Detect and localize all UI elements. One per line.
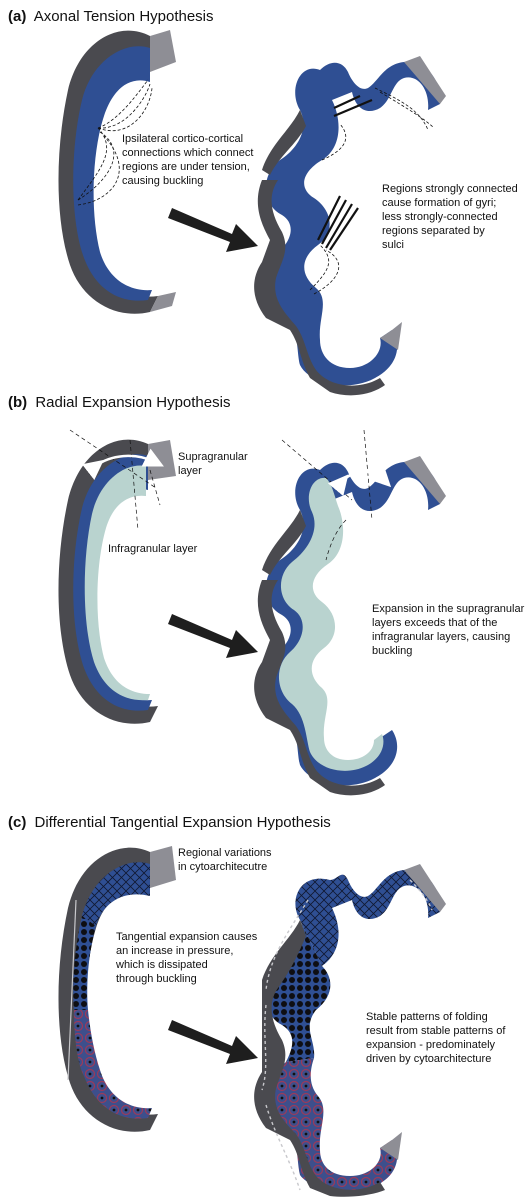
panel-c-annotation-stable: Stable patterns of folding result from s… xyxy=(366,1010,505,1066)
panel-c-annotation-tangential: Tangential expansion causes an increase … xyxy=(116,930,257,986)
panel-a-title: (a) Axonal Tension Hypothesis xyxy=(8,8,214,25)
panel-c-title-text: Differential Tangential Expansion Hypoth… xyxy=(35,814,331,831)
panel-a-annotation-tension: Ipsilateral cortico-cortical connections… xyxy=(122,132,253,188)
panel-b-annotation-infragranular: Infragranular layer xyxy=(108,542,197,556)
panel-a-annotation-gyri: Regions strongly connected cause formati… xyxy=(382,182,518,252)
panel-c: (c) Differential Tangential Expansion Hy… xyxy=(0,800,529,1198)
panel-b-title: (b) Radial Expansion Hypothesis xyxy=(8,394,230,411)
panel-c-annotation-regional: Regional variations in cytoarchitecutre xyxy=(178,846,272,874)
panel-a-title-text: Axonal Tension Hypothesis xyxy=(34,8,214,25)
panel-a: (a) Axonal Tension Hypothesis Ipsilatera… xyxy=(0,0,529,380)
panel-b-annotation-expansion: Expansion in the supragranular layers ex… xyxy=(372,602,524,658)
panel-b-title-text: Radial Expansion Hypothesis xyxy=(35,394,230,411)
panel-c-title: (c) Differential Tangential Expansion Hy… xyxy=(8,814,331,831)
panel-b-label: (b) xyxy=(8,394,27,411)
panel-c-label: (c) xyxy=(8,814,26,831)
panel-b: (b) Radial Expansion Hypothesis Supragra… xyxy=(0,380,529,800)
panel-b-annotation-supragranular: Supragranular layer xyxy=(178,450,248,478)
panel-a-label: (a) xyxy=(8,8,26,25)
